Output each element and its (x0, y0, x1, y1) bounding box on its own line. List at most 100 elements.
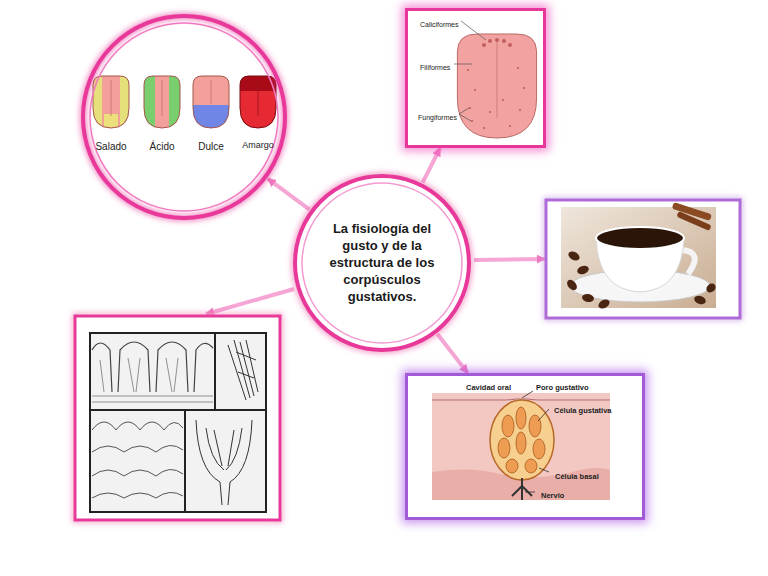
taste-cell (506, 459, 518, 473)
papilla (502, 99, 504, 101)
leader-line (454, 64, 472, 65)
central-topic-circle: La fisiología del gusto y de la estructu… (291, 172, 473, 354)
taste-zone (93, 76, 102, 128)
papillae-dots (467, 38, 525, 129)
papilla (495, 38, 499, 42)
papilla (469, 107, 471, 109)
bean (705, 282, 718, 295)
papilla (482, 43, 486, 47)
leader-lines (454, 21, 486, 121)
papilla (509, 125, 511, 127)
papilla (483, 127, 485, 129)
branch-connector (437, 334, 467, 373)
tongue-fill (193, 76, 229, 128)
tongue-bitter (240, 76, 276, 128)
inner-ring (302, 183, 462, 343)
nerve (512, 478, 532, 500)
branch-connector (268, 179, 310, 210)
bean (597, 298, 611, 311)
tongue-salty (93, 76, 129, 128)
taste-cell (516, 432, 526, 454)
tongue-outline (93, 76, 129, 128)
tongue-groove (258, 80, 259, 116)
panel-divider (214, 333, 216, 410)
taste-bud (490, 400, 554, 480)
panel-divider (90, 409, 266, 411)
taste-zone (144, 76, 155, 128)
circle-outline (78, 12, 290, 222)
outer-ring (83, 16, 285, 218)
leader-line (539, 468, 549, 472)
part-label: Filiformes (420, 63, 450, 72)
taste-cell (529, 415, 541, 437)
taste-bud-panel: Cavidad oralPoro gustativoCélula gustati… (405, 373, 645, 520)
tongue-fill (240, 76, 276, 128)
branch-connector (423, 148, 441, 183)
taste-cells (498, 407, 545, 473)
bean (567, 250, 581, 263)
panel-divider (184, 410, 186, 512)
papilla (467, 69, 469, 71)
part-label: Dulce (198, 140, 224, 153)
papilla (508, 43, 512, 47)
photo-ground (561, 207, 716, 308)
part-label: Poro gustativo (536, 383, 589, 393)
tongue-outline (193, 76, 229, 128)
papilla (523, 87, 525, 89)
part-label: Cavidad oral (466, 383, 511, 393)
tongue-groove (211, 80, 212, 104)
outer-ring (295, 176, 469, 350)
branch-line (474, 259, 545, 260)
cinnamon-stick (676, 211, 711, 231)
part-label: Caliciformes (420, 20, 459, 29)
leader-lines (522, 391, 549, 492)
tongue-sweet (193, 76, 229, 128)
taste-cell (525, 459, 537, 473)
leader-line (525, 492, 535, 493)
tongue-fill (144, 76, 180, 128)
histology-frame (90, 333, 266, 512)
tongue-sour (144, 76, 180, 128)
taste-zone (169, 76, 180, 128)
papilla (502, 39, 506, 43)
bean (693, 294, 707, 306)
cup-handle (682, 250, 695, 274)
part-label: Nervio (541, 491, 564, 501)
picture-panel (75, 316, 280, 520)
leader-line (461, 21, 486, 40)
part-label: Salado (95, 140, 126, 153)
papilla (489, 111, 491, 113)
leader-line (538, 409, 549, 421)
topic-title: La fisiología del gusto y de la estructu… (315, 221, 449, 305)
tongue-outline (457, 34, 536, 138)
inner-ring (90, 23, 278, 211)
taste-cell (502, 415, 514, 437)
leader-line (522, 391, 533, 398)
picture-panel (546, 200, 740, 318)
part-label: Ácido (149, 140, 174, 153)
tongue-groove (162, 80, 163, 116)
papilla-sketch (196, 420, 252, 505)
tongue-groove (497, 40, 498, 118)
filiform-sketch (228, 340, 258, 400)
taste-cell (498, 438, 510, 458)
papilla (474, 89, 476, 91)
part-label: Amargo (242, 140, 274, 152)
papilla (471, 120, 473, 122)
taste-zone (104, 114, 118, 128)
tongue-fill (93, 76, 129, 128)
papilla (517, 67, 519, 69)
part-label: Célula basal (555, 472, 599, 482)
tongue-outline (144, 76, 180, 128)
part-label: Fungiformes (418, 113, 457, 122)
leader-line (459, 114, 471, 121)
papilla (519, 109, 521, 111)
tissue-sketch (92, 422, 183, 498)
papilla (488, 39, 492, 43)
papillae-tongue (457, 34, 536, 138)
tongue-outline (240, 76, 276, 128)
coffee-beans (565, 250, 717, 311)
taste-zone (120, 76, 129, 128)
coffee-surface (596, 227, 684, 249)
